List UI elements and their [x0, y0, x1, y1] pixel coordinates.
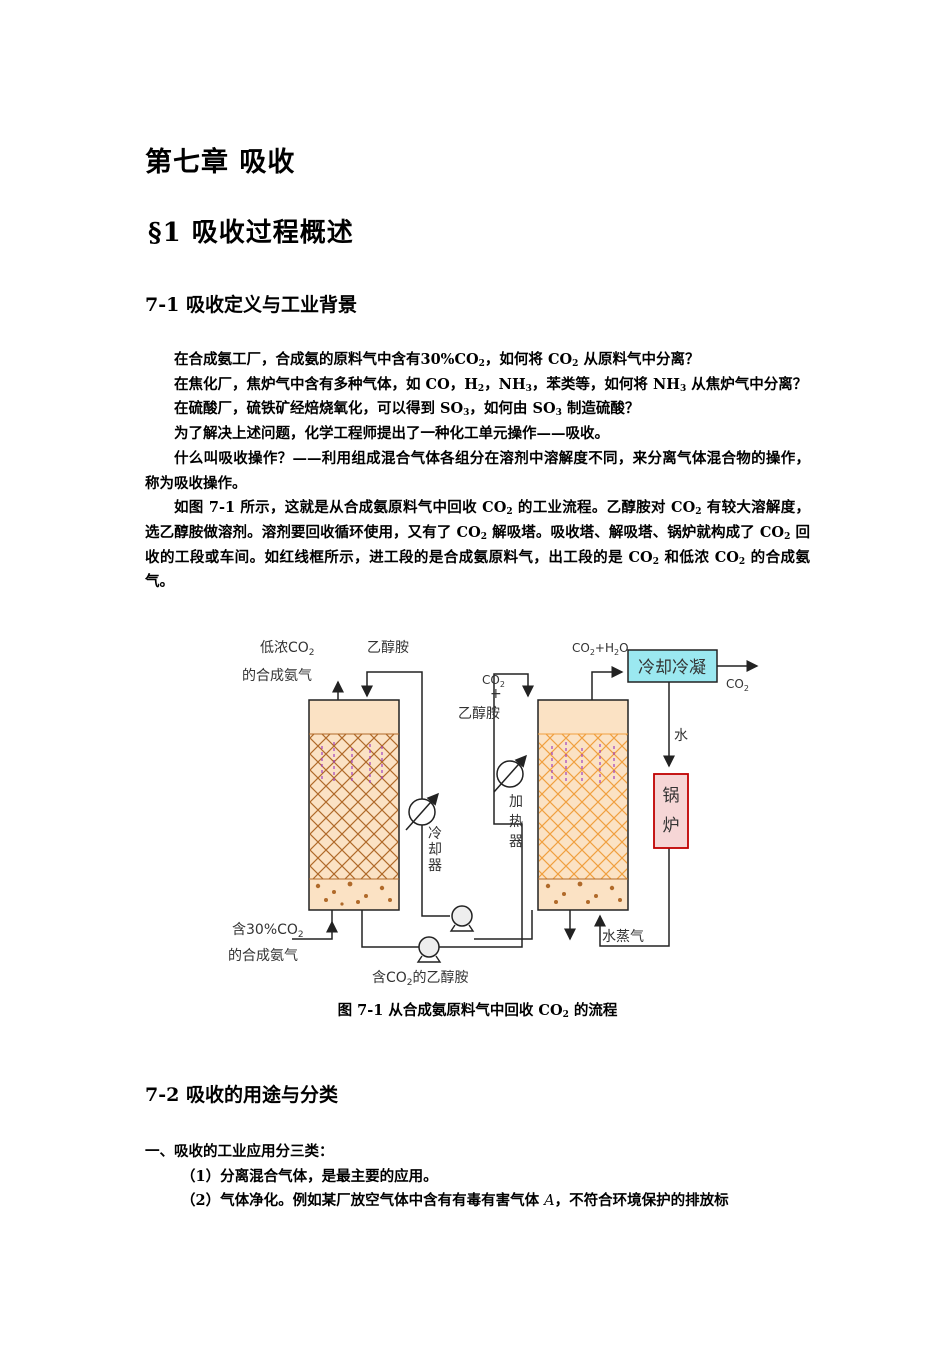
desorber-column: [537, 699, 629, 911]
absorber-gas-flow: [321, 742, 383, 786]
cooler-exchanger: [405, 792, 439, 831]
label-ethanolamine-rich: 乙醇胺: [458, 705, 500, 722]
boiler: 锅 炉: [653, 773, 689, 849]
section-title: §1 吸收过程概述: [148, 218, 354, 248]
subsection-title-7-2: 7-2 吸收的用途与分类: [145, 1084, 338, 1106]
label-rich-amine: 含CO2的乙醇胺: [372, 969, 469, 988]
label-feed-gas-line2: 的合成氨气: [228, 948, 298, 964]
paragraph-figure-ref: 如图 7-1 所示，这就是从合成氨原料气中回收 CO2 的工业流程。乙醇胺对 C…: [145, 499, 810, 591]
list-item-2: （2）气体净化。例如某厂放空气体中含有有毒有害气体 A，不符合环境保护的排放标: [181, 1192, 729, 1210]
svg-text:器: 器: [428, 858, 442, 874]
pump-2: [449, 905, 475, 932]
paragraph-coking: 在焦化厂，焦炉气中含有多种气体，如 CO，H2，NH3，苯类等，如何将 NH3 …: [174, 375, 808, 394]
desorber-bubbles: [545, 881, 622, 904]
list-item-1: （1）分离混合气体，是最主要的应用。: [181, 1167, 438, 1185]
svg-text:加: 加: [509, 794, 523, 810]
list-head: 一、吸收的工业应用分三类：: [145, 1143, 334, 1160]
paragraph-definition: 什么叫吸收操作？——利用组成混合气体各组分在溶剂中溶解度不同，来分离气体混合物的…: [145, 449, 810, 492]
svg-text:炉: 炉: [663, 816, 680, 836]
applications-list: 一、吸收的工业应用分三类： （1）分离混合气体，是最主要的应用。 （2）气体净化…: [145, 1140, 810, 1214]
label-low-co2-gas: 的合成氨气: [242, 668, 312, 684]
label-cooler-vertical: 冷 却 器: [428, 826, 442, 874]
label-water: 水: [674, 728, 688, 744]
svg-text:热: 热: [509, 814, 523, 830]
label-heater-vertical: 加 热 器: [509, 794, 523, 850]
heater-exchanger: [493, 754, 527, 793]
label-feed-gas: 含30%CO2: [232, 922, 304, 940]
label-co2-plus: CO2: [482, 673, 505, 689]
svg-text:器: 器: [509, 834, 523, 850]
desorber-gas-flow: [551, 742, 615, 786]
cooler-condenser-box: 冷却冷凝: [627, 649, 718, 683]
paragraph-ammonia: 在合成氨工厂，合成氨的原料气中含有30%CO2，如何将 CO2 从原料气中分离？: [174, 351, 700, 369]
absorber-bubbles: [315, 881, 392, 906]
label-plus: +: [490, 686, 502, 702]
figure-caption: 图 7-1 从合成氨原料气中回收 CO2 的流程: [337, 1002, 618, 1020]
intro-text: 在合成氨工厂，合成氨的原料气中含有30%CO2，如何将 CO2 从原料气中分离？…: [145, 348, 810, 595]
chapter-title: 第七章 吸收: [145, 147, 296, 178]
label-low-co2: 低浓CO2: [260, 640, 315, 658]
co2-recovery-flow-diagram: 冷却冷凝 锅 炉 低浓CO2 的合成氨气 乙醇胺 CO2 + 乙醇胺 CO2+H…: [228, 639, 759, 988]
svg-text:冷却冷凝: 冷却冷凝: [638, 658, 706, 678]
absorber-column: [308, 699, 400, 911]
pump-1: [416, 936, 442, 963]
svg-text:锅: 锅: [663, 786, 680, 806]
subsection-title-7-1: 7-1 吸收定义与工业背景: [145, 294, 357, 316]
label-co2-out: CO2: [726, 677, 749, 693]
label-steam: 水蒸气: [602, 929, 644, 945]
svg-text:冷: 冷: [428, 826, 442, 842]
paragraph-solution: 为了解决上述问题，化学工程师提出了一种化工单元操作——吸收。: [174, 425, 609, 443]
svg-text:却: 却: [428, 842, 442, 858]
paragraph-sulfuric: 在硫酸厂，硫铁矿经焙烧氧化，可以得到 SO3，如何由 SO3 制造硫酸？: [174, 400, 640, 419]
label-ethanolamine-top: 乙醇胺: [367, 639, 409, 656]
label-co2-h2o: CO2+H2O: [572, 641, 629, 657]
